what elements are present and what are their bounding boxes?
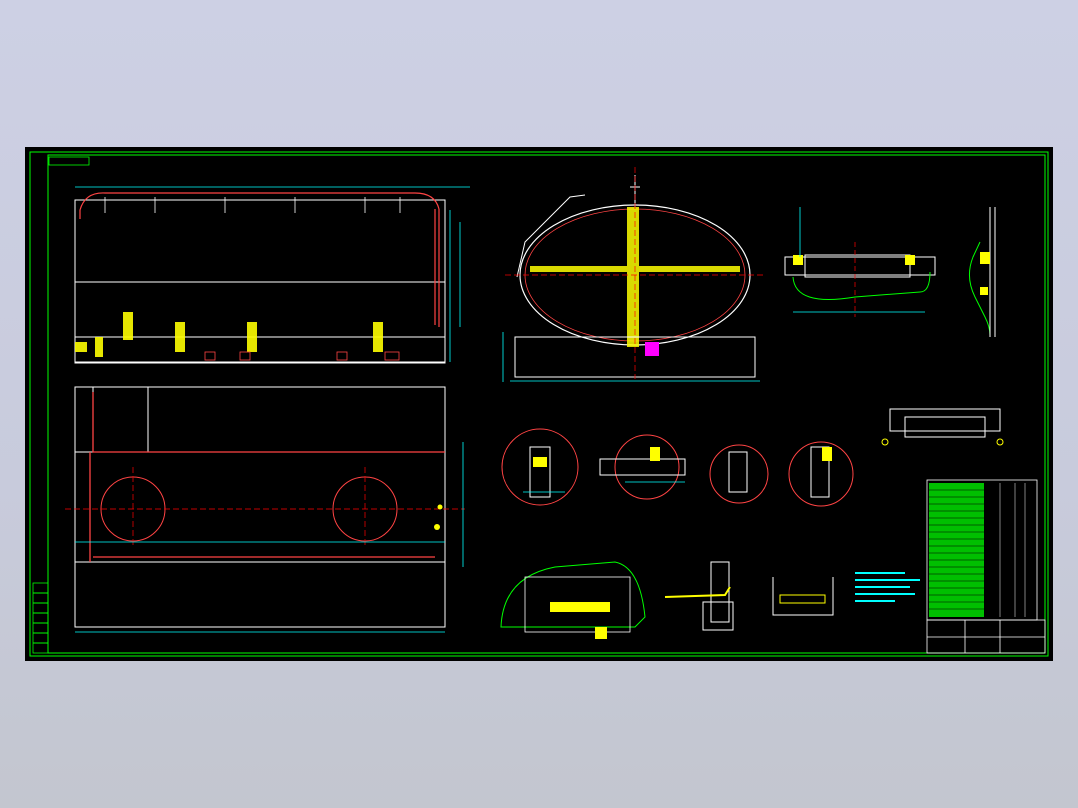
detail-a-view [784,207,936,317]
profile-detail-view [969,207,996,337]
cad-viewport[interactable] [25,147,1053,661]
title-block [926,479,1046,654]
side-elevation-view [74,186,470,364]
drawing-frame [29,151,1049,657]
bottom-section-details [500,561,834,639]
technical-notes [855,572,920,602]
bracket-detail-view [881,408,1004,446]
plan-view [65,386,465,633]
cad-drawing [29,151,1049,657]
circular-details-row [501,428,854,507]
cross-section-view [502,167,765,382]
